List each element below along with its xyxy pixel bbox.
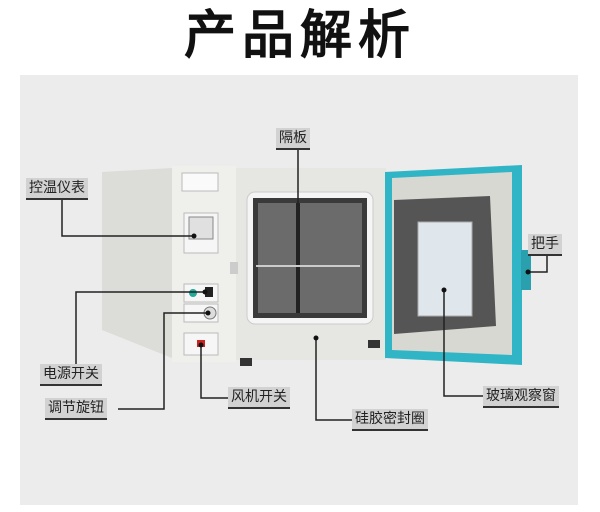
- label-handle: 把手: [528, 234, 562, 256]
- label-glass-window: 玻璃观察窗: [483, 386, 559, 408]
- glass-window: [417, 221, 473, 317]
- label-partition: 隔板: [276, 128, 310, 150]
- label-fan-switch: 风机开关: [228, 387, 290, 409]
- power-indicator: [189, 289, 197, 297]
- label-silicone-seal: 硅胶密封圈: [352, 409, 428, 431]
- control-column: [172, 166, 236, 362]
- nameplate: [181, 172, 219, 192]
- label-temp-controller: 控温仪表: [26, 178, 88, 200]
- power-switch: [205, 287, 213, 297]
- page-title: 产品解析: [183, 6, 416, 66]
- label-adjust-knob: 调节旋钮: [45, 398, 107, 420]
- label-power-switch: 电源开关: [40, 364, 102, 386]
- oven-side: [102, 168, 172, 358]
- handle: [521, 250, 531, 290]
